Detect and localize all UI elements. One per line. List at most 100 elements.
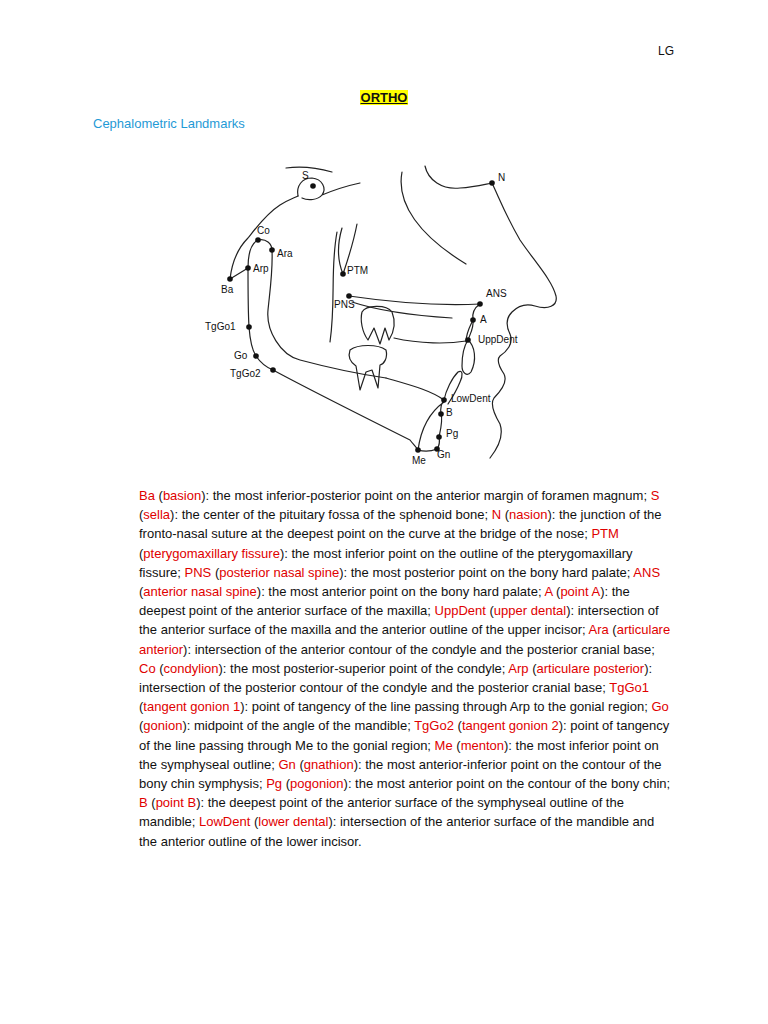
parenthesis: ( [612, 622, 616, 637]
parenthesis: ( [159, 661, 163, 676]
landmark-dot [310, 183, 316, 189]
condyle [258, 240, 386, 378]
landmark-description: ): point of tangency of the line passing… [240, 699, 648, 714]
landmark-label: A [480, 314, 487, 326]
landmark-label: Ba [221, 284, 233, 296]
landmark-dot [438, 411, 444, 417]
landmark-label: Arp [253, 263, 269, 275]
landmark-abbreviation: S [651, 488, 660, 503]
pterygoid-plate [330, 232, 337, 342]
landmark-description: ): midpoint of the angle of the mandible… [182, 718, 410, 733]
landmark-description: ): the most anterior point on the contou… [344, 776, 671, 791]
parenthesis: ( [139, 584, 143, 599]
landmark-description: ): the most posterior point on the bony … [339, 565, 630, 580]
landmark-name: tangent gonion 2 [462, 718, 559, 733]
landmark-name: lower dental [258, 814, 328, 829]
landmark-abbreviation: ANS [633, 565, 660, 580]
soft-tissue-profile [490, 183, 556, 458]
landmark-abbreviation: TgGo2 [414, 718, 454, 733]
landmark-description: ): the most anterior point on the bony h… [257, 584, 542, 599]
landmark-name: nasion [509, 507, 547, 522]
landmark-label: Gn [437, 449, 450, 461]
landmark-name: pterygomaxillary fissure [143, 546, 280, 561]
landmark-name: pogonion [290, 776, 344, 791]
parenthesis: ( [490, 603, 494, 618]
cranial-top [286, 167, 332, 172]
landmark-name: basion [163, 488, 201, 503]
frontal-bone [425, 166, 492, 188]
landmark-dot [441, 397, 447, 403]
landmark-name: point B [156, 795, 196, 810]
landmark-label: TgGo1 [205, 321, 236, 333]
parenthesis: ( [151, 795, 155, 810]
landmark-dot [436, 434, 442, 440]
landmark-name: gonion [143, 718, 182, 733]
landmark-abbreviation: LowDent [199, 814, 250, 829]
parenthesis: ( [556, 584, 560, 599]
parenthesis: ( [139, 507, 143, 522]
page-title: ORTHO [360, 90, 409, 105]
parenthesis: ( [456, 738, 460, 753]
landmark-abbreviation: N [492, 507, 501, 522]
landmark-dot [470, 317, 476, 323]
lower-molar [349, 346, 386, 391]
landmark-label: Go [234, 350, 247, 362]
section-heading: Cephalometric Landmarks [93, 116, 245, 131]
landmark-name: posterior nasal spine [219, 565, 339, 580]
landmark-abbreviation: UppDent [435, 603, 486, 618]
landmark-label: PNS [334, 299, 355, 311]
title-row: ORTHO [0, 88, 768, 106]
landmark-label: UppDent [478, 334, 517, 346]
landmark-label: Pg [446, 428, 458, 440]
landmark-definitions: Ba (basion): the most inferior-posterior… [139, 486, 675, 851]
parenthesis: ( [139, 699, 143, 714]
parenthesis: ( [139, 546, 143, 561]
landmark-dot [340, 271, 346, 277]
landmark-label: S [302, 170, 309, 182]
landmark-dot [269, 247, 275, 253]
sella-turcica [298, 178, 360, 200]
landmark-name: point A [560, 584, 600, 599]
parenthesis: ( [286, 776, 290, 791]
upper-molar [361, 306, 394, 344]
landmark-abbreviation: Gn [278, 757, 295, 772]
page-header: LG [658, 44, 674, 58]
landmark-abbreviation: TgGo1 [609, 680, 649, 695]
mandible-ramus [230, 240, 418, 450]
landmark-abbreviation: Go [651, 699, 668, 714]
landmark-description: ): the center of the pituitary fossa of … [170, 507, 488, 522]
landmark-dot [489, 180, 495, 186]
landmark-abbreviation: Co [139, 661, 156, 676]
landmark-dot [346, 293, 352, 299]
landmark-abbreviation: B [139, 795, 148, 810]
landmark-label: ANS [486, 288, 507, 300]
landmark-name: anterior nasal spine [143, 584, 256, 599]
parenthesis: ( [458, 718, 462, 733]
landmark-name: gnathion [304, 757, 354, 772]
landmark-dot [415, 447, 421, 453]
upper-incisor [462, 322, 475, 374]
landmark-dot [246, 324, 252, 330]
landmark-dot [245, 265, 251, 271]
landmark-label: TgGo2 [230, 368, 261, 380]
landmark-name: articulare posterior [537, 661, 645, 676]
landmark-dots [227, 180, 495, 453]
upper-alveolus [394, 338, 466, 343]
landmark-label: Co [257, 225, 270, 237]
skull-outline [230, 166, 556, 458]
landmark-abbreviation: A [544, 584, 552, 599]
landmark-name: menton [461, 738, 504, 753]
parenthesis: ( [215, 565, 219, 580]
parenthesis: ( [139, 718, 143, 733]
landmark-name: tangent gonion 1 [143, 699, 240, 714]
landmark-label: Ara [277, 248, 293, 260]
orbit-line [401, 172, 466, 264]
landmark-abbreviation: Ba [139, 488, 155, 503]
landmark-label: LowDent [451, 393, 490, 405]
parenthesis: ( [505, 507, 509, 522]
landmark-label: N [498, 172, 505, 184]
landmark-label: B [446, 407, 453, 419]
landmark-label: Me [412, 455, 426, 467]
parenthesis: ( [532, 661, 536, 676]
cranial-base [230, 196, 298, 279]
